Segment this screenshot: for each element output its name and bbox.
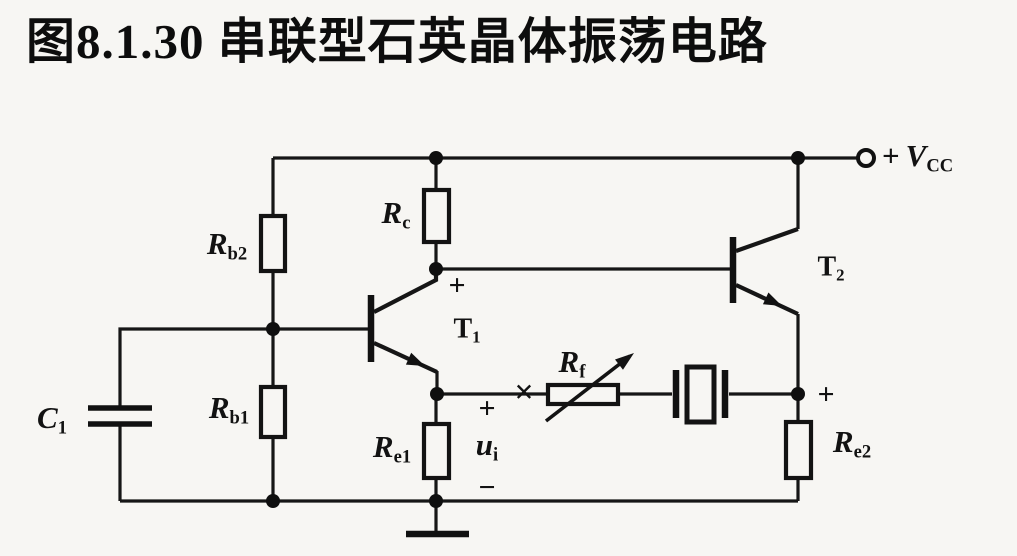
- ui-plus-sign: +: [478, 392, 496, 425]
- t1-collector-arm: [373, 269, 439, 314]
- vcc-terminal-icon: [856, 148, 876, 168]
- junction-dot: [429, 151, 443, 165]
- label-c1-symbol: C: [37, 399, 58, 435]
- resistor-rb2-icon: [258, 213, 288, 274]
- junction-dot: [791, 387, 805, 401]
- resistor-re2-icon: [783, 419, 814, 481]
- label-t2-symbol: T: [817, 251, 837, 283]
- rf-variable-arrow: [544, 353, 634, 423]
- label-t2: T2: [817, 251, 845, 285]
- rf-arrow-shaft: [544, 354, 632, 423]
- label-re1-symbol: R: [372, 428, 394, 464]
- label-rb2-sub: b2: [227, 243, 248, 265]
- junction-dot: [429, 262, 443, 276]
- label-c1: C1: [37, 402, 67, 438]
- junction-dot: [430, 387, 444, 401]
- label-rb1: Rb1: [209, 392, 249, 428]
- vcc-plus-sign: +: [882, 137, 900, 173]
- label-t1-symbol: T: [453, 313, 473, 345]
- label-rc-sub: c: [402, 212, 411, 234]
- label-rb2: Rb2: [207, 228, 247, 264]
- t1-emitter-arrow-icon: [405, 352, 425, 366]
- junction-dot: [429, 494, 443, 508]
- junction-dots: [266, 151, 805, 508]
- label-re2-sub: e2: [853, 441, 872, 463]
- label-re2-symbol: R: [832, 423, 854, 459]
- label-ui-symbol: u: [475, 426, 494, 462]
- label-rc-symbol: R: [381, 194, 403, 230]
- c1-branch-wire: [118, 327, 273, 501]
- label-c1-sub: 1: [57, 417, 67, 439]
- rf-arrow-head: [615, 353, 634, 370]
- capacitor-c1-icon: [88, 405, 152, 427]
- vcc-sub: CC: [926, 155, 954, 177]
- label-re1: Re1: [373, 431, 411, 467]
- label-rb2-symbol: R: [206, 225, 228, 261]
- resistor-bodies: [258, 187, 814, 481]
- label-rf: Rf: [559, 346, 586, 382]
- label-rf-sub: f: [579, 361, 586, 383]
- ui-minus-sign: −: [478, 471, 496, 504]
- emitter-arrows: [405, 292, 782, 366]
- t2-emitter-arrow-icon: [762, 292, 782, 306]
- resistor-re1-icon: [421, 421, 452, 481]
- junction-dot: [266, 322, 280, 336]
- re2-plus-sign: +: [817, 378, 835, 411]
- label-rc: Rc: [382, 197, 411, 233]
- label-ui: ui: [476, 429, 498, 465]
- label-t1-sub: 1: [472, 327, 481, 347]
- label-vcc: +VCC: [882, 140, 953, 176]
- label-rf-symbol: R: [558, 343, 580, 379]
- resistor-rc-icon: [421, 187, 452, 245]
- crystal-body-icon: [684, 364, 717, 425]
- loop-break-cross-mark: ×: [514, 374, 534, 411]
- thick-bars: [367, 237, 737, 538]
- figure-title: 图8.1.30 串联型石英晶体振荡电路: [26, 14, 768, 69]
- collector-plus-sign: +: [448, 269, 466, 302]
- junction-dot: [266, 494, 280, 508]
- label-t1: T1: [453, 313, 481, 347]
- label-rb1-symbol: R: [208, 389, 230, 425]
- junction-dot: [791, 151, 805, 165]
- label-re2: Re2: [833, 426, 871, 462]
- vcc-symbol: V: [905, 137, 927, 173]
- t1-emitter-arm: [373, 341, 438, 374]
- label-re1-sub: e1: [393, 446, 412, 468]
- label-t2-sub: 2: [836, 265, 845, 285]
- label-rb1-sub: b1: [229, 407, 250, 429]
- label-ui-sub: i: [493, 444, 499, 466]
- t2-collector-arm: [735, 227, 799, 253]
- resistor-rb1-icon: [258, 384, 288, 440]
